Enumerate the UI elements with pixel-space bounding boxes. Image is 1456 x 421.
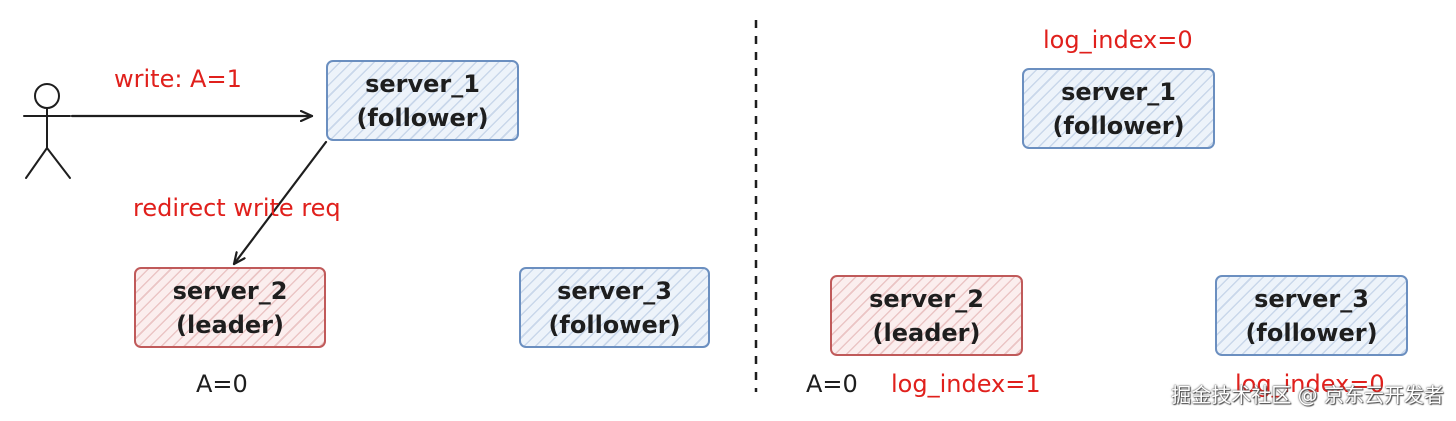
server-role: (follower) bbox=[356, 103, 489, 132]
server-role: (leader) bbox=[176, 310, 284, 339]
left-server-2-box: server_2 (leader) bbox=[134, 267, 326, 348]
left-server-3-box: server_3 (follower) bbox=[519, 267, 710, 348]
server-name: server_1 bbox=[365, 69, 480, 98]
redirect-request-label: redirect write req bbox=[133, 194, 341, 222]
server-name: server_3 bbox=[557, 276, 672, 305]
right-server-1-log-index: log_index=0 bbox=[1043, 26, 1193, 54]
server-name: server_3 bbox=[1254, 284, 1369, 313]
right-server-1-box: server_1 (follower) bbox=[1022, 68, 1215, 149]
server-role: (leader) bbox=[872, 318, 981, 347]
right-server-2-value: A=0 bbox=[806, 370, 858, 398]
server-name: server_2 bbox=[869, 284, 984, 313]
server-role: (follower) bbox=[1052, 111, 1185, 140]
left-server-2-value: A=0 bbox=[196, 370, 248, 398]
write-request-label: write: A=1 bbox=[114, 65, 242, 93]
server-role: (follower) bbox=[1245, 318, 1378, 347]
server-role: (follower) bbox=[548, 310, 681, 339]
right-server-3-box: server_3 (follower) bbox=[1215, 275, 1408, 356]
redirect-arrow bbox=[232, 140, 328, 266]
server-name: server_1 bbox=[1061, 77, 1176, 106]
right-server-2-box: server_2 (leader) bbox=[830, 275, 1023, 356]
user-actor-icon bbox=[23, 83, 71, 179]
right-server-3-log-index: log_index=0 bbox=[1235, 370, 1385, 398]
watermark: 掘金技术社区 @ 京东云开发者 bbox=[1171, 383, 1444, 407]
left-server-1-box: server_1 (follower) bbox=[326, 60, 519, 141]
server-name: server_2 bbox=[172, 276, 288, 305]
right-server-2-log-index: log_index=1 bbox=[891, 370, 1041, 398]
